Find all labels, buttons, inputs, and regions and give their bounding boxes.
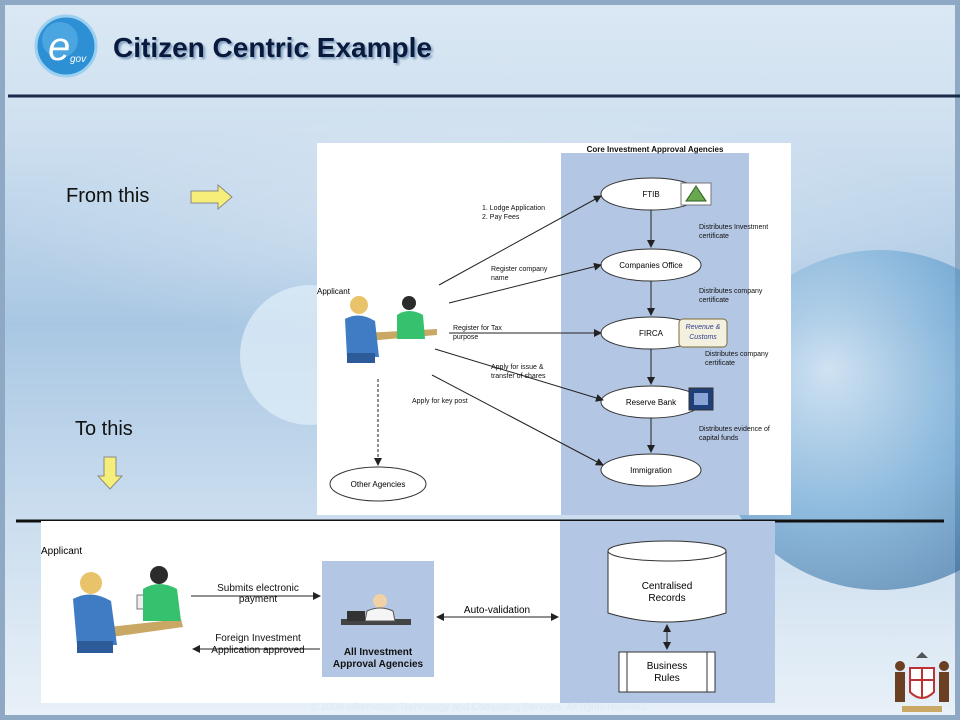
- revenue-customs-logo-icon: Revenue & Customs: [678, 318, 728, 348]
- svg-text:2. Pay Fees: 2. Pay Fees: [482, 214, 520, 221]
- svg-text:Apply for issue &: Apply for issue &: [491, 364, 544, 371]
- copyright-footer: © 2008 Information Technology and Comput…: [311, 702, 649, 713]
- auto-validation-label: Auto-validation: [464, 605, 530, 616]
- svg-text:certificate: certificate: [699, 297, 729, 304]
- companies-office-label: Companies Office: [619, 261, 683, 270]
- svg-text:purpose: purpose: [453, 334, 478, 341]
- svg-text:Distributes evidence of: Distributes evidence of: [699, 426, 770, 433]
- svg-text:Distributes company: Distributes company: [699, 288, 763, 295]
- svg-text:Distributes company: Distributes company: [705, 351, 769, 358]
- svg-text:Records: Records: [648, 593, 685, 604]
- applicant-label-bottom: Applicant: [41, 546, 82, 557]
- svg-text:Centralised: Centralised: [642, 581, 693, 592]
- slide-title: Citizen Centric Example: [113, 32, 432, 63]
- right-arrow-icon: [190, 184, 233, 210]
- agencies-header: Core Investment Approval Agencies: [587, 145, 724, 154]
- target-process-diagram: Applicant Submits electronic payment For…: [41, 521, 775, 703]
- svg-text:1. Lodge Application: 1. Lodge Application: [482, 205, 545, 212]
- svg-text:certificate: certificate: [705, 360, 735, 367]
- svg-text:Business: Business: [647, 661, 688, 672]
- svg-text:Approval Agencies: Approval Agencies: [333, 659, 424, 670]
- ftib-label: FTIB: [642, 190, 659, 199]
- current-process-diagram: Core Investment Approval Agencies FTIB C…: [317, 143, 791, 515]
- svg-text:e: e: [48, 25, 70, 69]
- applicant-label: Applicant: [317, 287, 351, 296]
- svg-text:payment: payment: [239, 594, 278, 605]
- svg-text:Foreign Investment: Foreign Investment: [215, 633, 301, 644]
- svg-text:Rules: Rules: [654, 673, 680, 684]
- svg-text:All Investment: All Investment: [344, 647, 413, 658]
- svg-text:Apply for key post: Apply for key post: [412, 398, 468, 405]
- svg-text:Distributes Investment: Distributes Investment: [699, 224, 768, 231]
- svg-text:name: name: [491, 275, 509, 282]
- down-arrow-icon: [97, 456, 123, 490]
- ftib-logo-icon: [680, 182, 712, 206]
- svg-text:Register for Tax: Register for Tax: [453, 325, 502, 332]
- svg-text:Submits electronic: Submits electronic: [217, 583, 299, 594]
- svg-text:Customs: Customs: [689, 334, 717, 341]
- other-agencies-node: [329, 466, 427, 502]
- agency-worker-icon: [341, 594, 411, 625]
- svg-text:gov: gov: [70, 54, 87, 65]
- centralised-records-db: Centralised Records: [607, 540, 727, 623]
- svg-text:Application approved: Application approved: [211, 645, 304, 656]
- reserve-bank-logo-icon: [688, 387, 714, 411]
- svg-text:certificate: certificate: [699, 233, 729, 240]
- business-rules-box: Business Rules: [618, 651, 716, 693]
- firca-label: FIRCA: [639, 329, 664, 338]
- from-this-label: From this: [66, 185, 150, 207]
- immigration-node: [600, 453, 702, 487]
- applicant-people-icon: [345, 296, 437, 363]
- svg-text:capital funds: capital funds: [699, 435, 739, 442]
- reserve-bank-label: Reserve Bank: [626, 398, 677, 407]
- svg-text:Revenue &: Revenue &: [686, 324, 721, 331]
- coat-of-arms-icon: [895, 652, 949, 712]
- svg-text:transfer of shares: transfer of shares: [491, 373, 546, 380]
- applicant-people-icon-bottom: [73, 566, 183, 653]
- svg-text:Register company: Register company: [491, 266, 548, 273]
- to-this-label: To this: [75, 418, 133, 440]
- immigration-label: Immigration: [630, 466, 672, 475]
- other-agencies-label: Other Agencies: [351, 480, 406, 489]
- egov-logo: e gov: [34, 14, 98, 78]
